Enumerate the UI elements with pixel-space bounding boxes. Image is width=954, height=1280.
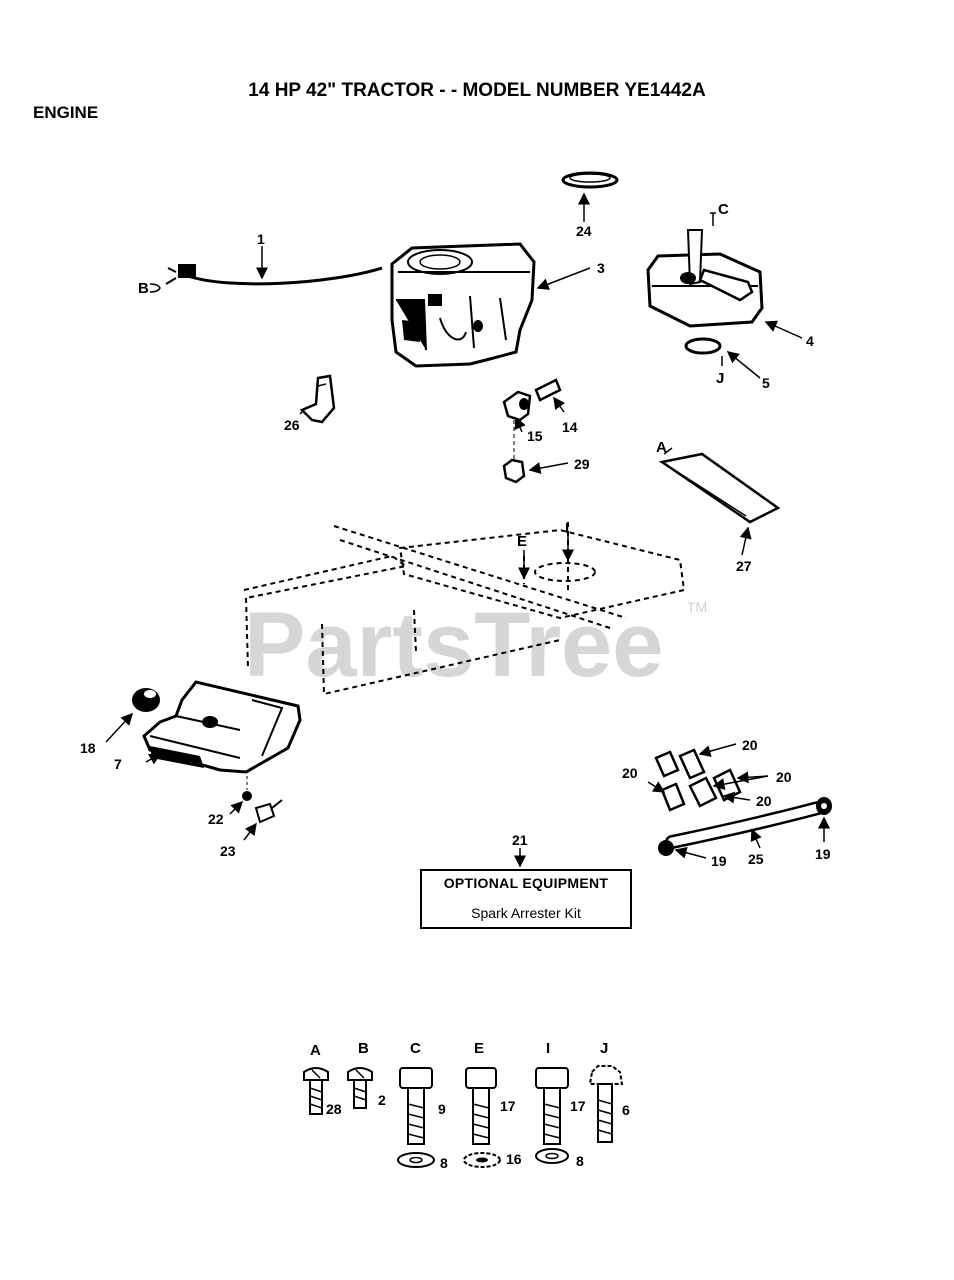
hardware-part-b: 2: [378, 1092, 386, 1108]
hardware-c-bolt: [397, 1067, 435, 1168]
part-7-fuel-tank: [142, 680, 302, 774]
callout-A: A: [656, 439, 667, 456]
callout-E: E: [517, 533, 527, 550]
hardware-i-bolt: [535, 1067, 569, 1164]
callout-25: 25: [748, 851, 764, 867]
callout-26: 26: [284, 417, 300, 433]
part-20-clips: [647, 743, 769, 812]
callout-23: 23: [220, 843, 236, 859]
hardware-part-i: 17: [570, 1098, 586, 1114]
hardware-part-c: 9: [438, 1101, 446, 1117]
part-1-throttle-cable: [149, 246, 383, 293]
tractor-frame-outline: [243, 522, 686, 696]
callout-5: 5: [762, 375, 770, 391]
part-26-bracket: [299, 374, 336, 424]
hardware-letter-j: J: [600, 1040, 608, 1057]
callout-I: I: [565, 520, 569, 537]
page-title: 14 HP 42" TRACTOR - - MODEL NUMBER YE144…: [248, 80, 706, 101]
callout-J: J: [716, 370, 724, 387]
callout-20-d: 20: [756, 793, 772, 809]
callout-20-b: 20: [622, 765, 638, 781]
part-27-heat-shield: [658, 447, 781, 556]
optional-equipment-item: Spark Arrester Kit: [471, 905, 581, 921]
part-25-fuel-line: [658, 797, 832, 859]
hardware-letter-e: E: [474, 1040, 484, 1057]
part-15-14-29-oil-drain: [502, 378, 569, 484]
callout-C: C: [718, 201, 729, 218]
callout-7: 7: [114, 756, 122, 772]
part-5-gasket: [684, 337, 761, 379]
callout-4: 4: [806, 333, 814, 349]
callout-14: 14: [562, 419, 578, 435]
optional-equipment-box: OPTIONAL EQUIPMENT Spark Arrester Kit: [420, 869, 632, 929]
callout-B: B: [138, 280, 149, 297]
callout-21: 21: [512, 832, 528, 848]
hardware-legend: [303, 1065, 624, 1168]
callout-1: 1: [257, 231, 265, 247]
callout-20-a: 20: [742, 737, 758, 753]
callout-19-a: 19: [711, 853, 727, 869]
hardware-part-a: 28: [326, 1101, 342, 1117]
callout-20-c: 20: [776, 769, 792, 785]
callout-3: 3: [597, 260, 605, 276]
hardware-letter-i: I: [546, 1040, 550, 1057]
callout-24: 24: [576, 223, 592, 239]
hardware-e-bolt: [463, 1067, 501, 1168]
callout-18: 18: [80, 740, 96, 756]
hardware-washer-e: 16: [506, 1151, 522, 1167]
hardware-washer-c: 8: [440, 1155, 448, 1171]
hardware-letter-a: A: [310, 1042, 321, 1059]
part-24-gasket: [561, 171, 619, 222]
hardware-a-screw: [303, 1067, 329, 1115]
callout-27: 27: [736, 558, 752, 574]
hardware-washer-i: 8: [576, 1153, 584, 1169]
callout-22: 22: [208, 811, 224, 827]
watermark-trademark: TM: [687, 599, 707, 615]
part-18-fuel-cap: [105, 688, 160, 743]
hardware-part-j: 6: [622, 1102, 630, 1118]
callout-15: 15: [527, 428, 543, 444]
callout-29: 29: [574, 456, 590, 472]
optional-equipment-heading: OPTIONAL EQUIPMENT: [443, 875, 609, 891]
part-22-23-fuel-fitting: [229, 770, 283, 841]
hardware-letter-b: B: [358, 1040, 369, 1057]
hardware-j-flange-bolt: [588, 1065, 624, 1143]
part-4-muffler: [646, 212, 803, 339]
part-3-engine: [390, 242, 591, 368]
callout-19-b: 19: [815, 846, 831, 862]
hardware-b-screw: [347, 1067, 373, 1109]
hardware-letter-c: C: [410, 1040, 421, 1057]
hardware-part-e: 17: [500, 1098, 516, 1114]
section-label: ENGINE: [33, 103, 99, 122]
